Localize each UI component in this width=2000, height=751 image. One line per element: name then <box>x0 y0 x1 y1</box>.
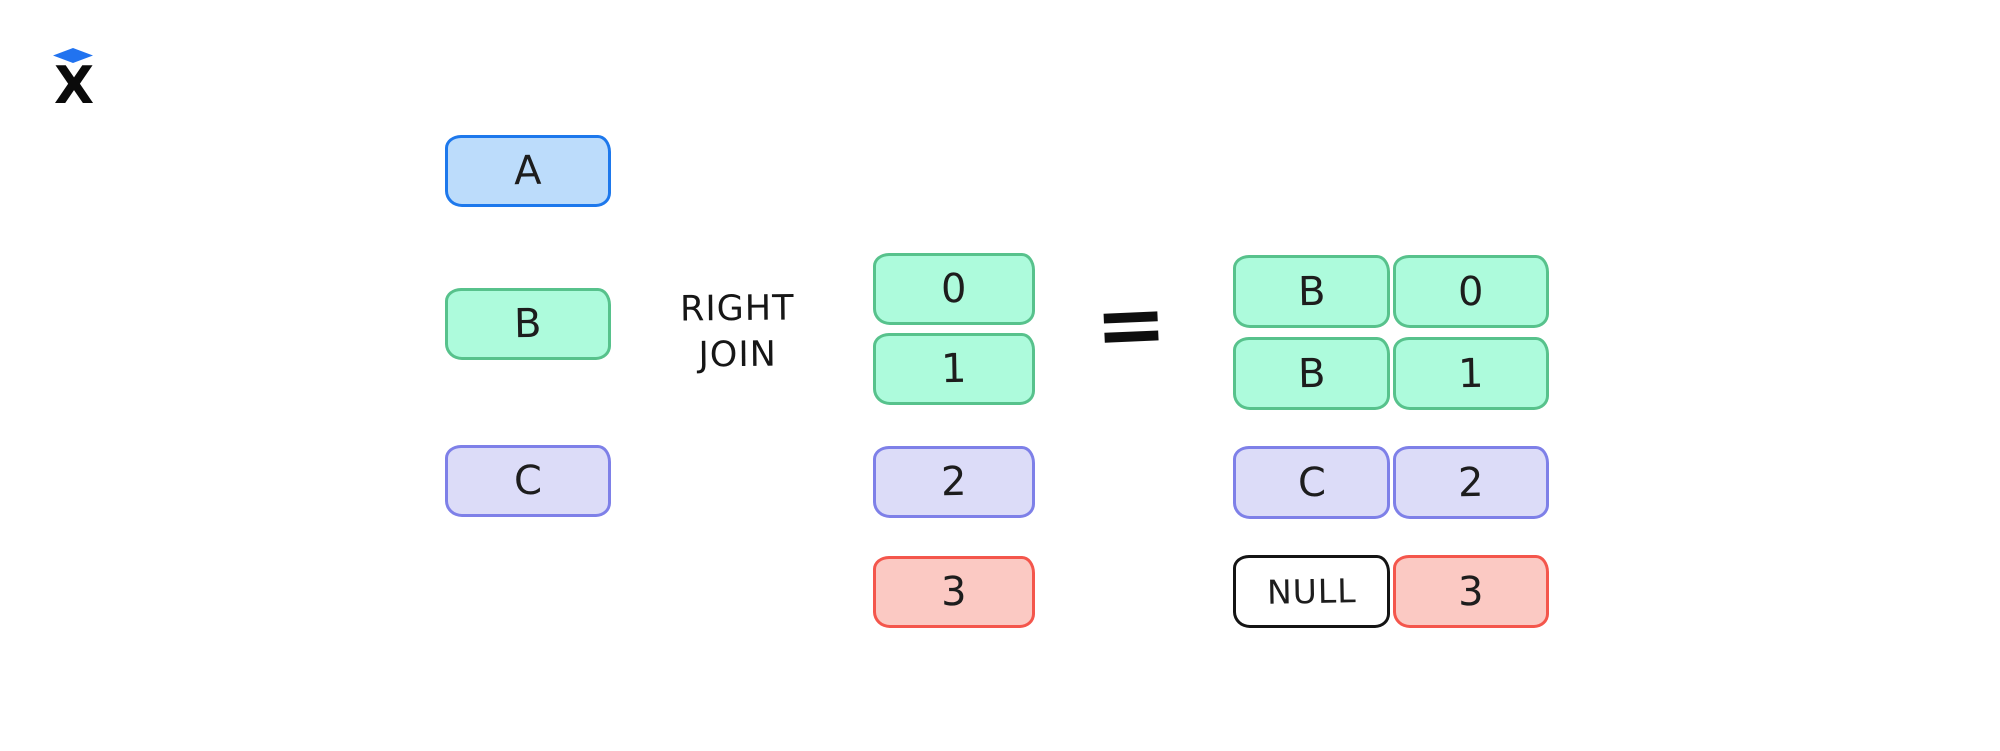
result-row2-left: B <box>1233 337 1390 410</box>
cell-label: A <box>513 147 543 195</box>
cell-label: 2 <box>1457 459 1485 506</box>
brand-logo[interactable]: X <box>50 48 96 116</box>
equals-sign: = <box>1092 273 1170 377</box>
diamond-icon <box>53 48 93 63</box>
right-table-cell-1: 1 <box>873 333 1035 405</box>
result-row1-left: B <box>1233 255 1390 328</box>
left-table-cell-b: B <box>445 288 611 360</box>
cell-label: 0 <box>1457 268 1485 315</box>
cell-label: 2 <box>940 458 968 506</box>
cell-label: 3 <box>940 568 968 616</box>
cell-label: NULL <box>1266 571 1357 612</box>
left-table-cell-a: A <box>445 135 611 207</box>
cell-label: B <box>513 300 543 348</box>
result-row4-right: 3 <box>1393 555 1549 628</box>
cell-label: C <box>513 457 543 505</box>
result-row2-right: 1 <box>1393 337 1549 410</box>
logo-letter: X <box>53 56 94 116</box>
cell-label: 3 <box>1457 568 1485 615</box>
cell-label: C <box>1297 459 1326 506</box>
left-table-cell-c: C <box>445 445 611 517</box>
right-table-cell-0: 0 <box>873 253 1035 325</box>
result-row1-right: 0 <box>1393 255 1549 328</box>
right-table-cell-3: 3 <box>873 556 1035 628</box>
cell-label: B <box>1297 350 1326 397</box>
join-operator-line2: JOIN <box>698 334 778 376</box>
right-table-cell-2: 2 <box>873 446 1035 518</box>
result-row4-left-null: NULL <box>1233 555 1390 628</box>
result-row3-right: 2 <box>1393 446 1549 519</box>
result-row3-left: C <box>1233 446 1390 519</box>
cell-label: 0 <box>940 265 968 313</box>
cell-label: 1 <box>1457 350 1485 397</box>
join-operator-line1: RIGHT <box>679 288 795 330</box>
cell-label: B <box>1297 268 1326 315</box>
cell-label: 1 <box>940 345 968 393</box>
join-operator-label: RIGHT JOIN <box>640 285 836 379</box>
